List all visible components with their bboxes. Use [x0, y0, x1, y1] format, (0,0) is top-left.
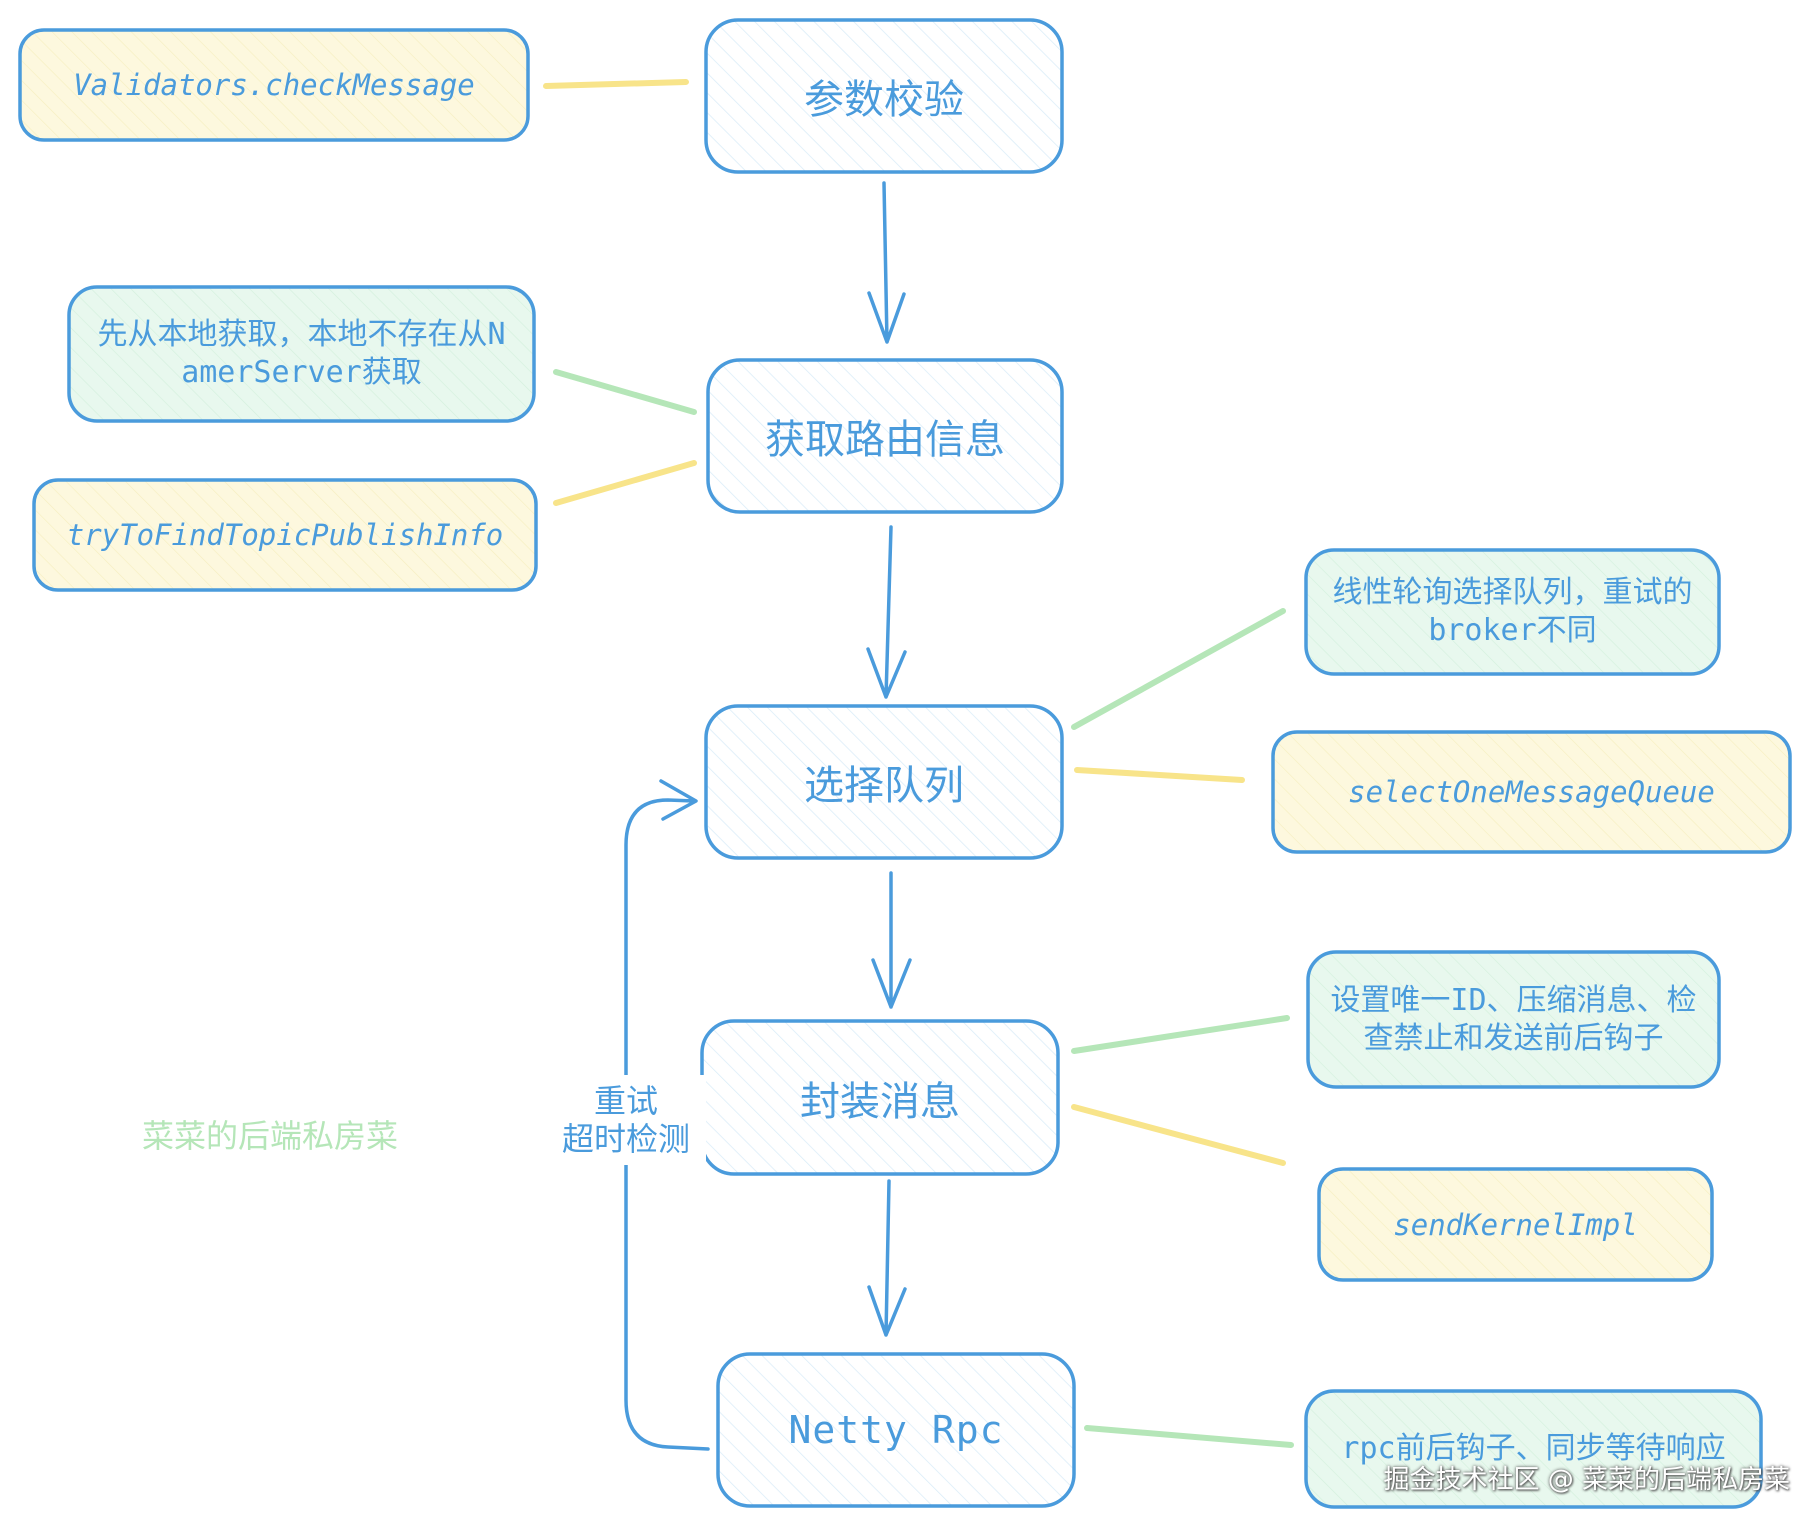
- connector-msg-note: [1071, 1015, 1290, 1054]
- arrow-1-to-2: [867, 181, 906, 344]
- code-box-validators: [18, 28, 530, 142]
- step-box-rpc: [716, 1352, 1076, 1508]
- arrow-2-to-3: [866, 525, 907, 699]
- code-box-queue-method: [1271, 730, 1792, 854]
- step-box-message: [700, 1019, 1060, 1176]
- step-box-validate: [704, 18, 1064, 174]
- note-box-rpc: [1304, 1389, 1763, 1509]
- connector-queue-method: [1074, 767, 1245, 783]
- note-box-message: [1306, 950, 1721, 1089]
- arrow-4-to-5: [867, 1179, 907, 1337]
- step-box-queue: [704, 704, 1064, 860]
- connector-queue-note: [1071, 608, 1286, 730]
- connector-route-note: [553, 369, 697, 415]
- note-box-route: [67, 285, 536, 423]
- connector-route-method: [553, 460, 697, 506]
- step-box-route: [706, 358, 1064, 514]
- retry-loop-arrow: [624, 779, 710, 1451]
- connector-validators: [543, 79, 689, 89]
- arrow-3-to-4: [871, 871, 912, 1009]
- code-box-msg-method: [1317, 1167, 1714, 1282]
- code-box-route-method: [32, 478, 538, 592]
- connector-rpc-note: [1084, 1425, 1294, 1448]
- note-box-queue: [1304, 548, 1721, 676]
- connector-msg-method: [1071, 1104, 1286, 1166]
